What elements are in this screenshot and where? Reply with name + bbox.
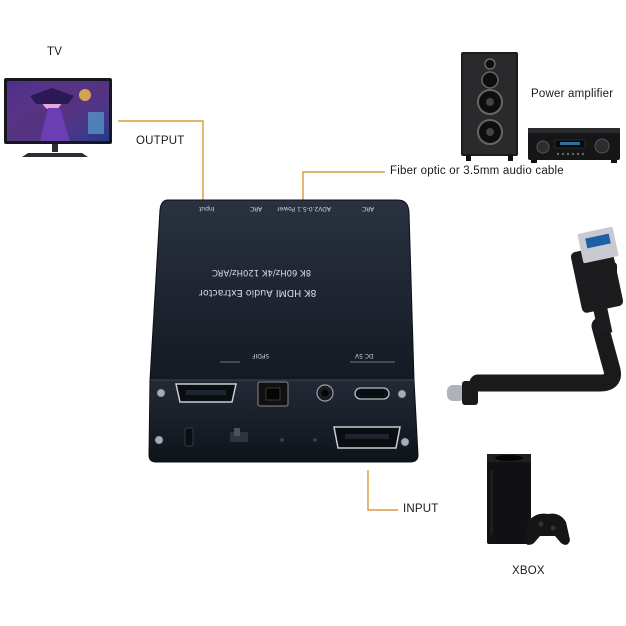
device-port-arc-text: ARC (250, 205, 263, 212)
xbox-icon (487, 454, 570, 545)
device-dc-text: DC 5V (355, 352, 374, 359)
tv-icon (4, 78, 112, 157)
xbox-label: XBOX (512, 565, 545, 577)
usb-c-port (354, 387, 390, 400)
output-label: OUTPUT (136, 135, 185, 147)
optical-port (257, 381, 289, 407)
input-label: INPUT (403, 503, 439, 515)
audio-extractor-device (148, 199, 419, 463)
fiber-optic-label: Fiber optic or 3.5mm audio cable (390, 165, 564, 177)
power-amplifier-label: Power amplifier (531, 88, 614, 100)
usb-cable-icon (447, 226, 624, 405)
hdmi-output-port (175, 383, 237, 403)
device-spdif-text: SPDIF (252, 352, 270, 359)
speaker-icon (461, 52, 518, 161)
mode-switch (184, 427, 248, 447)
hdmi-input-port (333, 426, 401, 449)
device-port-input-text: Input (199, 205, 215, 212)
amplifier-icon (528, 128, 620, 163)
audio-jack-port (316, 384, 334, 402)
device-title-text: 8K HDMI Audio Extractor (199, 287, 317, 298)
device-port-power-text: ADV2.0-5.1 Power (277, 205, 332, 212)
device-port-arc2-text: ARC (362, 205, 375, 212)
tv-label: TV (47, 46, 63, 58)
device-subtitle-text: 8K 60Hz/4K 120Hz/ARC (212, 267, 312, 277)
